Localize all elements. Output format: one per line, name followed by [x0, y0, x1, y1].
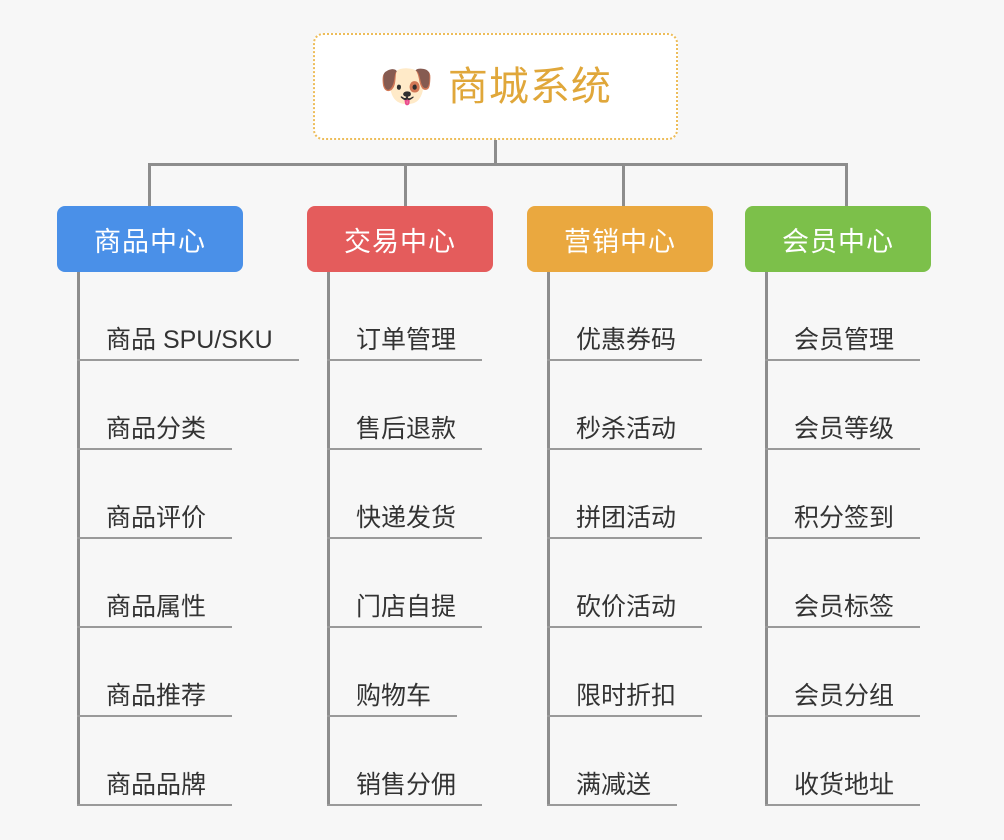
- leaf-item[interactable]: 商品评价: [77, 450, 299, 539]
- leaf-item[interactable]: 门店自提: [327, 539, 483, 628]
- leaf-item[interactable]: 会员等级: [765, 361, 921, 450]
- leaf-item[interactable]: 优惠券码: [547, 272, 703, 361]
- connector-horizontal-bus: [148, 163, 848, 166]
- leaf-item-label: 门店自提: [327, 595, 483, 628]
- leaf-item-label: 满减送: [547, 773, 678, 806]
- leaf-item-label: 优惠券码: [547, 328, 703, 361]
- connector-drop-3: [622, 163, 625, 206]
- branch-spine-product: [77, 272, 80, 806]
- leaf-item[interactable]: 订单管理: [327, 272, 483, 361]
- branch-header-member[interactable]: 会员中心: [745, 206, 931, 272]
- leaf-item-label: 收货地址: [765, 773, 921, 806]
- leaf-item-label: 商品品牌: [77, 773, 233, 806]
- leaf-item-label: 积分签到: [765, 506, 921, 539]
- dog-face-icon: 🐶: [379, 61, 434, 111]
- leaf-item-label: 秒杀活动: [547, 417, 703, 450]
- root-node[interactable]: 🐶 商城系统: [313, 33, 678, 140]
- leaf-item-label: 会员分组: [765, 684, 921, 717]
- leaf-item[interactable]: 销售分佣: [327, 717, 483, 806]
- leaf-list-member: 会员管理会员等级积分签到会员标签会员分组收货地址: [765, 272, 921, 806]
- leaf-item-label: 订单管理: [327, 328, 483, 361]
- leaf-item[interactable]: 会员管理: [765, 272, 921, 361]
- branch-spine-member: [765, 272, 768, 806]
- leaf-item-label: 砍价活动: [547, 595, 703, 628]
- leaf-item[interactable]: 商品分类: [77, 361, 299, 450]
- leaf-item-label: 会员标签: [765, 595, 921, 628]
- leaf-item[interactable]: 商品 SPU/SKU: [77, 272, 299, 361]
- leaf-item-label: 快递发货: [327, 506, 483, 539]
- leaf-item-label: 限时折扣: [547, 684, 703, 717]
- leaf-item-label: 售后退款: [327, 417, 483, 450]
- branch-header-product[interactable]: 商品中心: [57, 206, 243, 272]
- leaf-item-label: 商品推荐: [77, 684, 233, 717]
- leaf-item-label: 购物车: [327, 684, 458, 717]
- leaf-item-label: 销售分佣: [327, 773, 483, 806]
- leaf-item[interactable]: 限时折扣: [547, 628, 703, 717]
- connector-drop-2: [404, 163, 407, 206]
- leaf-item[interactable]: 快递发货: [327, 450, 483, 539]
- leaf-item-label: 会员等级: [765, 417, 921, 450]
- leaf-item[interactable]: 秒杀活动: [547, 361, 703, 450]
- leaf-item[interactable]: 会员分组: [765, 628, 921, 717]
- leaf-item[interactable]: 拼团活动: [547, 450, 703, 539]
- leaf-item-label: 商品分类: [77, 417, 233, 450]
- leaf-item[interactable]: 商品推荐: [77, 628, 299, 717]
- leaf-item-label: 商品属性: [77, 595, 233, 628]
- leaf-item-label: 商品 SPU/SKU: [77, 328, 299, 361]
- leaf-item[interactable]: 会员标签: [765, 539, 921, 628]
- leaf-item-label: 拼团活动: [547, 506, 703, 539]
- branch-spine-marketing: [547, 272, 550, 806]
- connector-root-stem: [494, 140, 497, 166]
- leaf-item[interactable]: 砍价活动: [547, 539, 703, 628]
- branch-column-product: 商品中心 商品 SPU/SKU 商品分类商品评价商品属性商品推荐商品品牌: [57, 206, 299, 806]
- leaf-item[interactable]: 商品品牌: [77, 717, 299, 806]
- connector-drop-1: [148, 163, 151, 206]
- branch-column-marketing: 营销中心 优惠券码秒杀活动拼团活动砍价活动限时折扣满减送: [527, 206, 713, 806]
- leaf-item[interactable]: 购物车: [327, 628, 482, 717]
- branch-column-member: 会员中心 会员管理会员等级积分签到会员标签会员分组收货地址: [745, 206, 931, 806]
- leaf-list-trade: 订单管理售后退款快递发货门店自提购物车销售分佣: [327, 272, 483, 806]
- branch-header-marketing[interactable]: 营销中心: [527, 206, 713, 272]
- leaf-list-product: 商品 SPU/SKU 商品分类商品评价商品属性商品推荐商品品牌: [77, 272, 299, 806]
- root-title: 商城系统: [447, 64, 612, 109]
- leaf-item[interactable]: 收货地址: [765, 717, 921, 806]
- leaf-item[interactable]: 售后退款: [327, 361, 483, 450]
- leaf-item[interactable]: 积分签到: [765, 450, 921, 539]
- leaf-item-label: 商品评价: [77, 506, 233, 539]
- connector-drop-4: [845, 163, 848, 206]
- branch-spine-trade: [327, 272, 330, 806]
- leaf-item[interactable]: 商品属性: [77, 539, 299, 628]
- leaf-item-label: 会员管理: [765, 328, 921, 361]
- leaf-item[interactable]: 满减送: [547, 717, 702, 806]
- leaf-list-marketing: 优惠券码秒杀活动拼团活动砍价活动限时折扣满减送: [547, 272, 703, 806]
- branch-header-trade[interactable]: 交易中心: [307, 206, 493, 272]
- branch-column-trade: 交易中心 订单管理售后退款快递发货门店自提购物车销售分佣: [307, 206, 493, 806]
